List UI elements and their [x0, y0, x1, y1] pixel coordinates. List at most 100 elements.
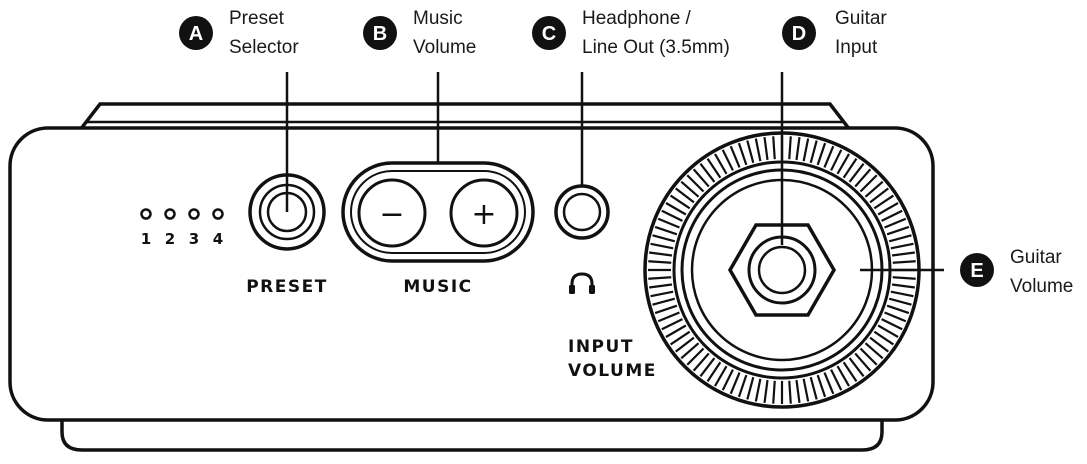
knurl-tick: [886, 304, 910, 315]
knurl-tick: [706, 157, 722, 179]
leader-lines: [285, 72, 944, 272]
svg-text:D: D: [792, 23, 806, 45]
knurl-tick: [830, 369, 843, 391]
knurl-tick: [877, 202, 899, 216]
guitar-input-jack[interactable]: [727, 223, 837, 317]
knurl-tick: [675, 336, 695, 353]
headphone-jack[interactable]: [554, 184, 610, 240]
knurl-tick: [869, 336, 889, 353]
knurl-tick: [686, 347, 705, 366]
input-volume-label-line1: INPUT: [568, 337, 634, 357]
knurl-tick: [661, 318, 683, 331]
led-2: [164, 208, 176, 220]
knurl-tick: [859, 347, 878, 366]
knurl-tick: [714, 153, 728, 175]
callout-a: A Preset Selector: [179, 8, 299, 58]
knurl-tick: [842, 157, 858, 179]
knurl-tick: [706, 361, 722, 383]
knurl-tick: [652, 297, 676, 306]
knurl-tick: [788, 380, 792, 404]
knurl-tick: [836, 365, 850, 387]
knurl-tick: [848, 357, 865, 377]
knurl-tick: [842, 361, 858, 383]
callout-e-line2: Volume: [1010, 276, 1073, 297]
callout-d-line2: Input: [835, 37, 878, 58]
knurl-tick: [823, 372, 835, 395]
knurl-tick: [669, 330, 691, 346]
knurl-tick: [888, 234, 912, 243]
knurl-tick: [890, 242, 914, 250]
knurl-tick: [737, 142, 748, 166]
knurl-tick: [746, 140, 755, 164]
callout-b: B Music Volume: [363, 8, 476, 58]
knurl-tick: [657, 311, 680, 323]
knurl-tick: [649, 283, 673, 289]
device-bottom-lip: [60, 420, 884, 452]
knurl-tick: [649, 251, 673, 257]
knurl-tick: [654, 225, 678, 236]
knurl-tick: [721, 369, 734, 391]
callout-b-line1: Music: [413, 8, 463, 29]
music-plus-button[interactable]: +: [449, 178, 519, 248]
callout-c: C Headphone / Line Out (3.5mm): [532, 8, 730, 58]
knurl-tick: [892, 276, 916, 280]
knurl-tick: [795, 137, 801, 161]
callout-d: D Guitar Input: [782, 8, 887, 58]
led-number-3: 3: [189, 230, 199, 248]
knurl-tick: [772, 380, 776, 404]
knurl-tick: [873, 330, 895, 346]
knurl-tick: [746, 376, 755, 400]
knurl-tick: [665, 202, 687, 216]
knurl-tick: [675, 187, 695, 204]
knurl-tick: [848, 163, 865, 183]
knurl-tick: [650, 242, 674, 250]
knurl-tick: [864, 342, 884, 360]
minus-icon: −: [379, 197, 404, 232]
knurl-tick: [729, 145, 741, 168]
led-number-2: 2: [165, 230, 175, 248]
knurl-tick: [823, 145, 835, 168]
knurl-tick: [654, 304, 678, 315]
knurl-tick: [772, 136, 776, 160]
knurl-tick: [692, 168, 710, 188]
led-number-4: 4: [213, 230, 223, 248]
device-top-bevel: [78, 102, 852, 132]
knurl-tick: [665, 324, 687, 338]
callout-c-line1: Headphone /: [582, 8, 692, 29]
knurl-tick: [680, 342, 700, 360]
knurl-tick: [763, 379, 769, 403]
knurl-tick: [661, 209, 683, 222]
svg-text:B: B: [373, 23, 387, 45]
knurl-tick: [802, 378, 810, 402]
knurl-tick: [754, 138, 762, 162]
led-4: [212, 208, 224, 220]
preset-leds: 1 2 3 4: [140, 208, 224, 248]
led-3: [188, 208, 200, 220]
callout-a-line2: Selector: [229, 37, 299, 58]
knurl-tick: [699, 163, 716, 183]
knurl-tick: [881, 209, 903, 222]
knurl-tick: [884, 217, 907, 229]
knurl-tick: [890, 290, 914, 298]
knurl-tick: [830, 149, 843, 171]
led-number-1: 1: [141, 230, 151, 248]
callout-e: E Guitar Volume: [960, 247, 1073, 297]
knurl-tick: [891, 251, 915, 257]
knurl-tick: [729, 372, 741, 395]
callout-d-line1: Guitar: [835, 8, 887, 29]
led-1: [140, 208, 152, 220]
badge-e: [960, 253, 994, 287]
knurl-tick: [864, 180, 884, 198]
knurl-tick: [859, 174, 878, 193]
knurl-tick: [721, 149, 734, 171]
knurl-tick: [869, 187, 889, 204]
plus-icon: +: [471, 197, 496, 232]
music-minus-button[interactable]: −: [357, 178, 427, 248]
knurl-tick: [650, 290, 674, 298]
knurl-tick: [686, 174, 705, 193]
svg-text:C: C: [542, 23, 556, 45]
knurl-tick: [699, 357, 716, 377]
callout-c-line2: Line Out (3.5mm): [582, 37, 730, 58]
knurl-tick: [648, 260, 672, 264]
